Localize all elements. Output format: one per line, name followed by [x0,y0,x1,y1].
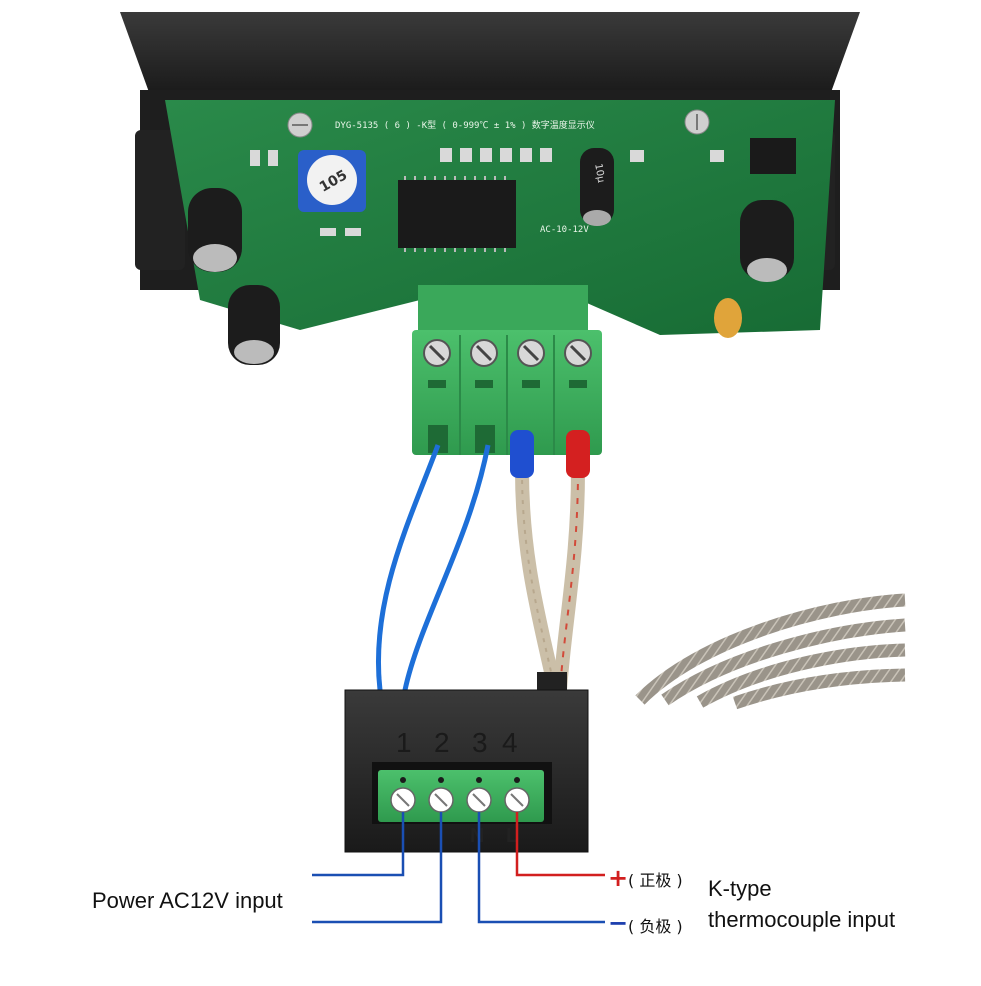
terminal-number-4: 4 [502,727,518,758]
power-line-2 [312,812,443,924]
negative-text: ( 负极 ) [628,917,683,936]
terminal-l-label: L [506,825,518,847]
positive-text: ( 正极 ) [628,871,683,890]
wiring-lines [312,812,605,924]
circuit-board: DYG-5135 ( 6 ) -K型 ( 0-999℃ ± 1% ) 数字温度显… [165,100,835,365]
positive-sign: + [608,864,629,892]
power-line-1 [312,812,405,877]
terminal-n-label: N [470,825,484,847]
power-input-label: Power AC12V input [92,888,283,913]
capacitors: 10μ [188,148,794,365]
positive-line [515,812,605,877]
thermocouple-leads [510,430,590,702]
board-silkscreen-power: AC-10-12V [540,225,589,235]
negative-sign: − [608,909,629,937]
power-wires [375,444,491,691]
negative-line [477,812,605,924]
board-silkscreen-title: DYG-5135 ( 6 ) -K型 ( 0-999℃ ± 1% ) 数字温度显… [335,119,595,131]
capacitor-label: 10μ [592,163,606,184]
microcontroller-chip [398,180,516,248]
red-ferrule [566,430,590,478]
terminal-number-3: 3 [472,727,488,758]
ktype-line-1: K-type [708,876,772,901]
thermocouple-cable-coil [635,593,906,710]
ktype-line-2: thermocouple input [708,907,896,932]
board-terminal-block [412,285,602,455]
terminal-number-2: 2 [434,727,450,758]
terminal-housing: 1 2 3 4 N L [344,689,589,853]
terminal-number-1: 1 [396,727,412,758]
ktype-input-label: K-type thermocouple input [708,873,895,935]
blue-ferrule [510,430,534,478]
